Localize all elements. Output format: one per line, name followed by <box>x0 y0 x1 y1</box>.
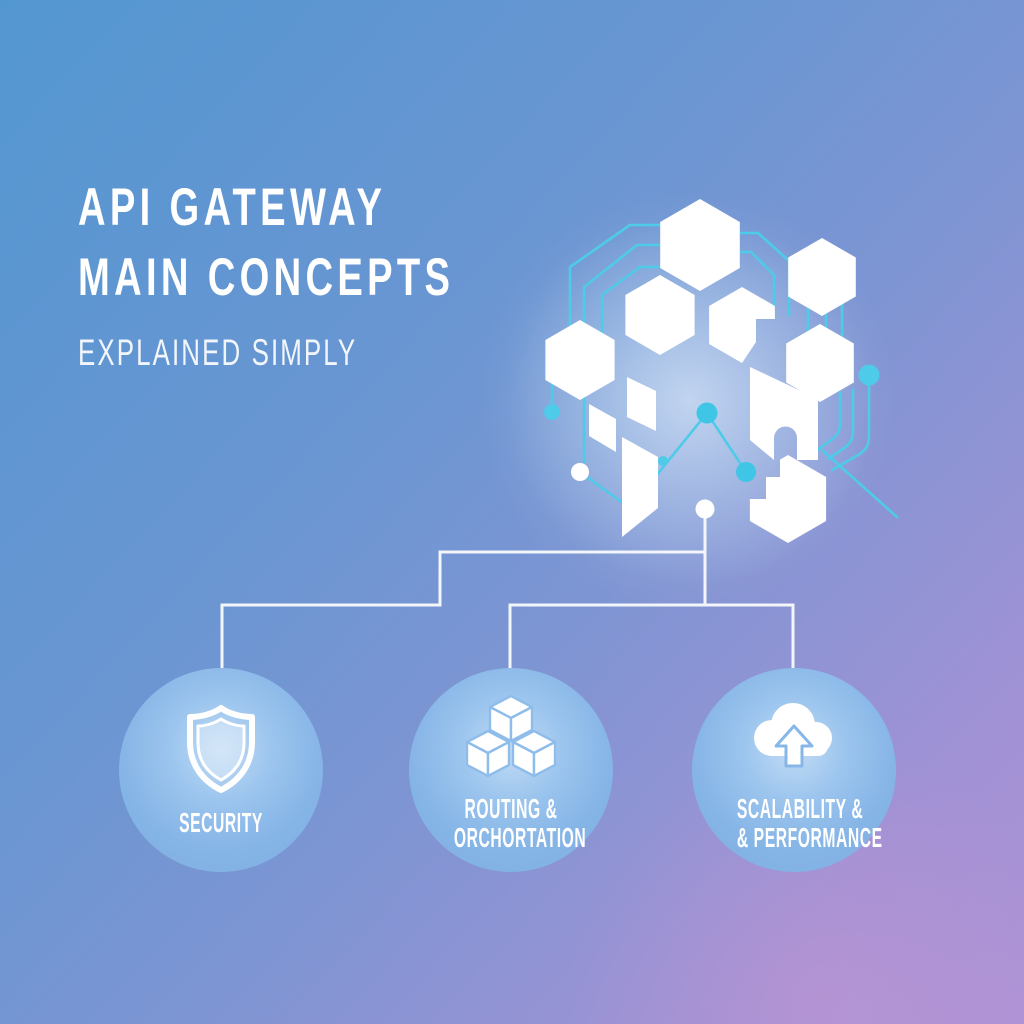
cyan-dot <box>858 364 880 386</box>
shard <box>589 404 616 452</box>
page-title-line1: API GATEWAY <box>78 178 387 237</box>
cyan-dot <box>696 402 718 424</box>
cubes-icon <box>465 694 557 778</box>
notched-hexagon <box>749 455 827 543</box>
circuit-zigzag-line <box>578 411 748 510</box>
concept-node-security: SECURITY <box>119 668 323 872</box>
page-title-line2: MAIN CONCEPTS <box>78 248 455 307</box>
circuit-line <box>568 223 662 332</box>
cyan-dot <box>544 404 560 420</box>
shard <box>627 377 656 431</box>
concept-node-routing: ROUTING & ORCHORTATION <box>409 668 613 872</box>
concept-label: SCALABILITY & & PERFORMANCE <box>736 793 883 853</box>
circuit-line <box>826 388 855 461</box>
connector-tree <box>220 516 795 672</box>
hexagon <box>545 320 615 400</box>
cloud-upload-icon <box>754 703 832 768</box>
concept-label-line1: SCALABILITY & <box>736 793 864 824</box>
concept-label-line1: ROUTING & <box>464 793 558 824</box>
shield-icon <box>187 705 255 793</box>
circuit-line <box>820 448 899 519</box>
hexagon <box>660 199 740 291</box>
circuit-line <box>811 390 842 455</box>
tree-branch-line <box>220 603 442 672</box>
hexagon-cluster <box>545 199 856 543</box>
tree-root-dot <box>695 499 715 519</box>
concept-node-scalability: SCALABILITY & & PERFORMANCE <box>692 668 896 872</box>
concept-label: ROUTING & ORCHORTATION <box>453 793 587 853</box>
tree-branch-line <box>438 550 707 607</box>
concept-label: SECURITY <box>164 808 278 837</box>
concept-label-line2: & PERFORMANCE <box>736 822 883 853</box>
shard <box>622 437 658 537</box>
circuit-dots <box>544 364 880 482</box>
concept-label-line1: SECURITY <box>179 807 263 838</box>
concept-label-line2: ORCHORTATION <box>453 822 587 853</box>
cyan-dot <box>658 456 668 466</box>
arch-shape <box>750 367 818 460</box>
notched-hexagon <box>709 287 775 363</box>
circuit-line <box>830 383 871 472</box>
white-dot <box>571 463 589 481</box>
hexagon <box>788 238 856 316</box>
cyan-dot <box>736 462 756 482</box>
hexagon <box>786 324 854 402</box>
hexagon <box>625 275 695 355</box>
page-subtitle: EXPLAINED SIMPLY <box>78 332 358 373</box>
